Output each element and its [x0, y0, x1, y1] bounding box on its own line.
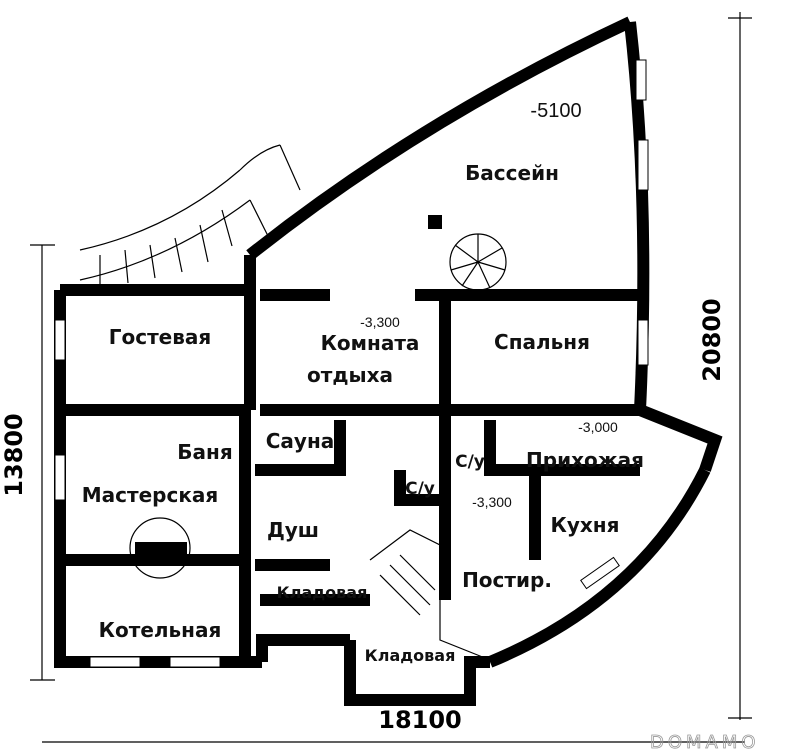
- interior-walls: [60, 215, 640, 662]
- level-marks: -5100 -3,300 -3,000 -3,300: [360, 100, 618, 510]
- room-pool: Бассейн: [465, 161, 559, 185]
- room-workshop: Мастерская: [82, 483, 219, 507]
- interior-staircase: [129, 233, 507, 661]
- watermark: DOMAMO: [650, 732, 760, 753]
- level-laundry: -3,300: [472, 494, 512, 510]
- room-wc-1: С/у: [455, 452, 485, 472]
- room-hall: Прихожая: [526, 448, 644, 472]
- level-pool: -5100: [530, 100, 581, 122]
- room-lounge-line2: отдыха: [307, 363, 393, 387]
- room-kitchen: Кухня: [551, 513, 620, 537]
- room-wc-2: С/у: [405, 479, 435, 499]
- room-lounge-line1: Комната: [321, 331, 420, 355]
- level-hall: -3,000: [578, 419, 618, 435]
- level-lounge: -3,300: [360, 314, 400, 330]
- room-bedroom: Спальня: [494, 330, 590, 354]
- dimension-right-height: 20800: [698, 298, 726, 382]
- dimension-lines: [30, 12, 752, 743]
- dimension-width: 18100: [378, 706, 462, 734]
- room-labels: Бассейн Гостевая Комната отдыха Спальня …: [82, 161, 644, 665]
- room-guest: Гостевая: [109, 325, 212, 349]
- room-bath: Баня: [177, 440, 232, 464]
- room-storage-2: Кладовая: [365, 646, 456, 665]
- dimension-left-height: 13800: [0, 413, 28, 497]
- room-storage-1: Кладовая: [277, 583, 368, 602]
- exterior-walls: [54, 16, 723, 706]
- room-shower: Душ: [267, 518, 319, 542]
- room-laundry: Постир.: [462, 568, 552, 592]
- room-sauna: Сауна: [266, 429, 335, 453]
- room-boiler: Котельная: [99, 618, 222, 642]
- exterior-staircase: [79, 144, 301, 285]
